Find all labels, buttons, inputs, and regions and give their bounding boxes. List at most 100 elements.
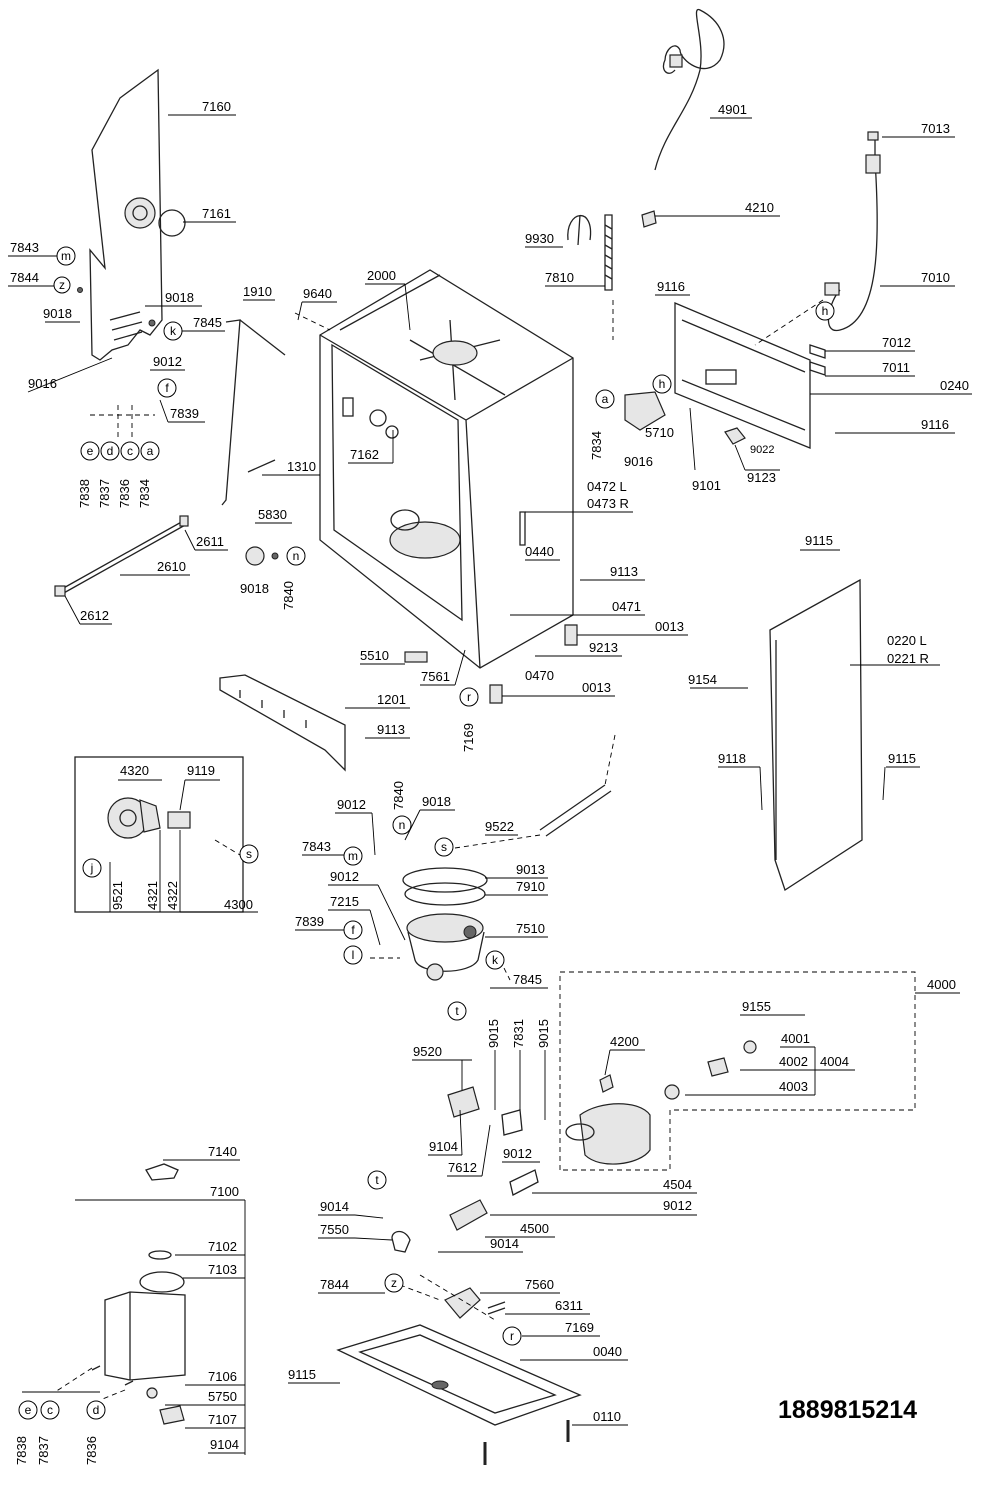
label-4321: 4321	[145, 881, 160, 910]
label-0220: 0220 L	[887, 633, 927, 648]
svg-text:h: h	[822, 304, 829, 318]
callout-f-2: f	[343, 920, 363, 940]
label-7838-b: 7838	[14, 1436, 29, 1465]
callout-r-2: r	[502, 1326, 522, 1346]
label-0221: 0221 R	[887, 651, 929, 666]
label-9115-c: 9115	[288, 1367, 316, 1382]
label-7836: 7836	[117, 479, 132, 508]
label-7160: 7160	[202, 99, 231, 114]
label-7843-b: 7843	[302, 839, 331, 854]
svg-text:a: a	[147, 444, 154, 458]
label-9014-a: 9014	[320, 1199, 349, 1214]
label-9015-a: 9015	[486, 1019, 501, 1048]
callout-z-1: z	[53, 276, 71, 294]
label-9118: 9118	[718, 751, 746, 766]
tub-shape	[319, 269, 574, 669]
label-9116-a: 9116	[657, 279, 685, 294]
label-4322: 4322	[165, 881, 180, 910]
svg-text:n: n	[399, 818, 406, 832]
svg-text:f: f	[351, 923, 355, 937]
svg-text:j: j	[90, 861, 94, 875]
svg-text:k: k	[492, 953, 499, 967]
callout-l-1: l	[343, 945, 363, 965]
label-9115-b: 9115	[888, 751, 916, 766]
callout-h-2: h	[652, 374, 672, 394]
label-9012-b: 9012	[337, 797, 366, 812]
label-9018-a: 9018	[43, 306, 72, 321]
part-number-labels: 7160 7161 7843 7844 9018 9018 9016 7845 …	[10, 99, 969, 1465]
callout-h-1: h	[815, 301, 835, 321]
label-7840-b: 7840	[391, 781, 406, 810]
label-7140: 7140	[208, 1144, 237, 1159]
svg-text:a: a	[602, 392, 609, 406]
label-4004: 4004	[820, 1054, 849, 1069]
label-7831: 7831	[511, 1019, 526, 1048]
label-7834-b: 7834	[589, 431, 604, 460]
label-9015-b: 9015	[536, 1019, 551, 1048]
label-9104-b: 9104	[210, 1437, 239, 1452]
label-5710: 5710	[645, 425, 674, 440]
callout-d-2: d	[86, 1400, 106, 1420]
label-9101: 9101	[692, 478, 721, 493]
label-9116-b: 9116	[921, 417, 949, 432]
label-7169-a: 7169	[461, 723, 476, 752]
label-9640: 9640	[303, 286, 332, 301]
softener-7100-shape	[104, 1291, 186, 1381]
label-4003: 4003	[779, 1079, 808, 1094]
label-7161: 7161	[202, 206, 231, 221]
callout-t-2: t	[367, 1170, 387, 1190]
document-number: 1889815214	[778, 1396, 917, 1424]
label-7013: 7013	[921, 121, 950, 136]
svg-text:t: t	[455, 1004, 459, 1018]
label-4504: 4504	[663, 1177, 692, 1192]
callout-k-1: k	[163, 321, 183, 341]
label-9213: 9213	[589, 640, 618, 655]
svg-text:c: c	[47, 1403, 53, 1417]
label-7162: 7162	[350, 447, 379, 462]
callout-e-2: e	[18, 1400, 38, 1420]
label-7550: 7550	[320, 1222, 349, 1237]
label-9930: 9930	[525, 231, 554, 246]
label-9018-c: 9018	[240, 581, 269, 596]
label-2612: 2612	[80, 608, 109, 623]
svg-text:z: z	[391, 1276, 397, 1290]
label-7100: 7100	[210, 1184, 239, 1199]
svg-text:m: m	[61, 249, 71, 263]
label-9155: 9155	[742, 999, 771, 1014]
label-0013-b: 0013	[582, 680, 611, 695]
label-5750: 5750	[208, 1389, 237, 1404]
callout-c-1: c	[120, 441, 140, 461]
label-7844-b: 7844	[320, 1277, 349, 1292]
callout-j-1: j	[82, 858, 102, 878]
label-4901: 4901	[718, 102, 747, 117]
label-7839: 7839	[170, 406, 199, 421]
label-7845: 7845	[193, 315, 222, 330]
callout-n-1: n	[286, 546, 306, 566]
label-2610: 2610	[157, 559, 186, 574]
label-7836-b: 7836	[84, 1436, 99, 1465]
label-7102: 7102	[208, 1239, 237, 1254]
label-7561: 7561	[421, 669, 450, 684]
side-panel-0220-shape	[769, 578, 863, 892]
callout-s-1: s	[239, 844, 259, 864]
callout-circles: m z k f e d c a n h h a n r j s m s f l …	[18, 246, 835, 1420]
svg-text:n: n	[293, 549, 300, 563]
label-2000: 2000	[367, 268, 396, 283]
label-0470: 0470	[525, 668, 554, 683]
rail-1201-shape	[219, 674, 346, 772]
callout-a-2: a	[595, 389, 615, 409]
callout-n-2: n	[392, 815, 412, 835]
label-4001: 4001	[781, 1031, 810, 1046]
callout-a-1: a	[140, 441, 160, 461]
svg-text:r: r	[467, 690, 471, 704]
base-0040-shape	[336, 1324, 582, 1426]
label-9119: 9119	[187, 763, 215, 778]
callout-e-1: e	[80, 441, 100, 461]
svg-text:d: d	[93, 1403, 100, 1417]
label-9016-b: 9016	[624, 454, 653, 469]
label-7012: 7012	[882, 335, 911, 350]
label-7838: 7838	[77, 479, 92, 508]
label-9123: 9123	[747, 470, 776, 485]
label-9012-c: 9012	[330, 869, 359, 884]
svg-text:c: c	[127, 444, 133, 458]
